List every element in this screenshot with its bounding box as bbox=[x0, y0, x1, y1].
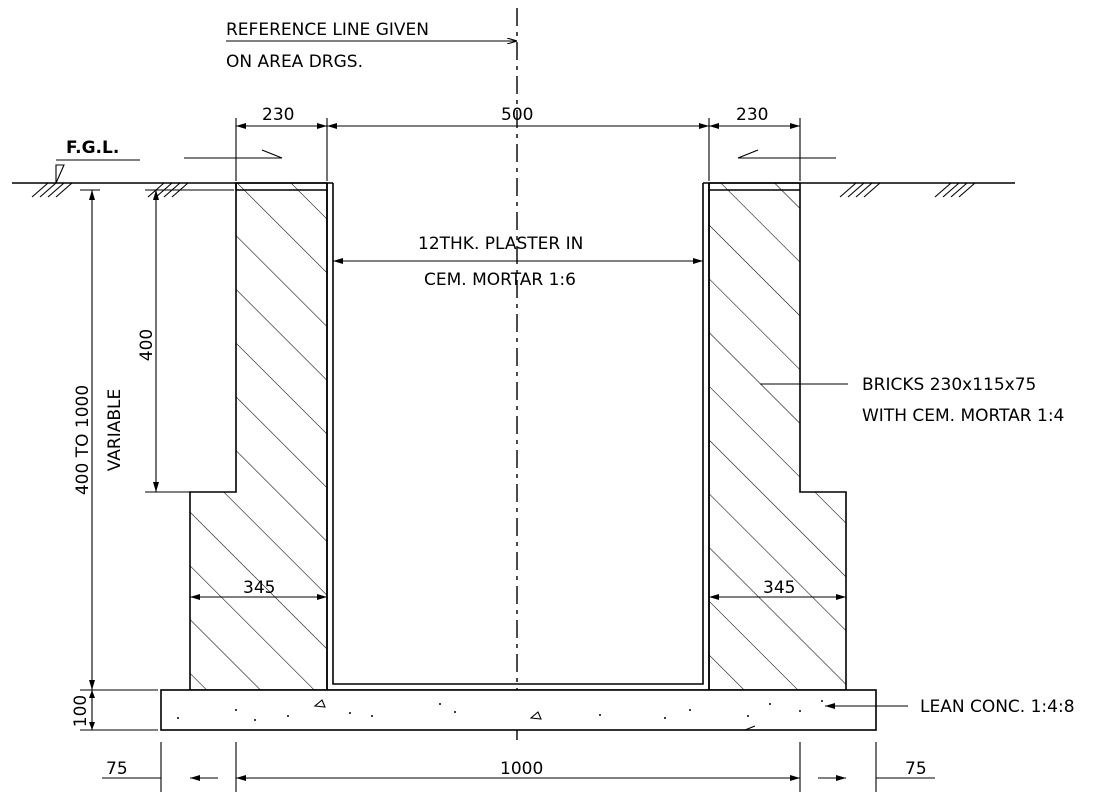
dim-345-left-group: 345 bbox=[190, 578, 327, 600]
dim-1000: 1000 bbox=[500, 759, 543, 779]
reference-line-1: REFERENCE LINE GIVEN bbox=[226, 20, 429, 40]
top-dimensions: 230 500 230 bbox=[235, 105, 801, 181]
dim-75-left: 75 bbox=[106, 759, 128, 779]
right-brick-wall bbox=[708, 182, 847, 691]
dim-345-left: 345 bbox=[243, 578, 275, 598]
reference-note: REFERENCE LINE GIVEN ON AREA DRGS. bbox=[226, 20, 517, 72]
left-brick-wall bbox=[189, 182, 328, 691]
dim-345-right: 345 bbox=[763, 578, 795, 598]
lean-concrete-base bbox=[160, 689, 877, 731]
plaster-lining bbox=[235, 183, 800, 691]
bricks-note-1: BRICKS 230x115x75 bbox=[862, 375, 1036, 395]
bricks-callout: BRICKS 230x115x75 WITH CEM. MORTAR 1:4 bbox=[760, 375, 1064, 426]
dim-100-group: 100 bbox=[71, 690, 158, 731]
plaster-note-2: CEM. MORTAR 1:6 bbox=[424, 270, 576, 290]
dim-75-right: 75 bbox=[905, 759, 927, 779]
slope-arrows bbox=[184, 149, 836, 159]
concrete-texture bbox=[177, 700, 823, 721]
bottom-dimensions: 75 1000 75 bbox=[102, 742, 935, 792]
dim-100: 100 bbox=[71, 695, 91, 727]
fgl-marker: F.G.L. bbox=[55, 138, 140, 184]
lean-conc-callout: LEAN CONC. 1:4:8 bbox=[825, 697, 1075, 717]
concrete-aggregate bbox=[313, 699, 756, 731]
dim-230-left: 230 bbox=[262, 105, 294, 125]
plaster-note-1: 12THK. PLASTER IN bbox=[418, 234, 583, 254]
reference-line-2: ON AREA DRGS. bbox=[226, 52, 363, 72]
dim-400-to-1000: 400 TO 1000 bbox=[73, 385, 93, 495]
dim-variable: VARIABLE bbox=[105, 389, 125, 472]
dim-500: 500 bbox=[501, 105, 533, 125]
dim-total-height-group: 400 TO 1000 VARIABLE bbox=[73, 189, 158, 691]
dim-345-right-group: 345 bbox=[709, 578, 846, 600]
bricks-note-2: WITH CEM. MORTAR 1:4 bbox=[862, 406, 1064, 426]
dim-400: 400 bbox=[137, 329, 157, 361]
plaster-callout: 12THK. PLASTER IN CEM. MORTAR 1:6 bbox=[333, 234, 703, 290]
dim-400-group: 400 bbox=[137, 189, 234, 493]
fgl-label: F.G.L. bbox=[66, 138, 119, 158]
dim-230-right: 230 bbox=[736, 105, 768, 125]
lean-conc-note: LEAN CONC. 1:4:8 bbox=[920, 697, 1075, 717]
